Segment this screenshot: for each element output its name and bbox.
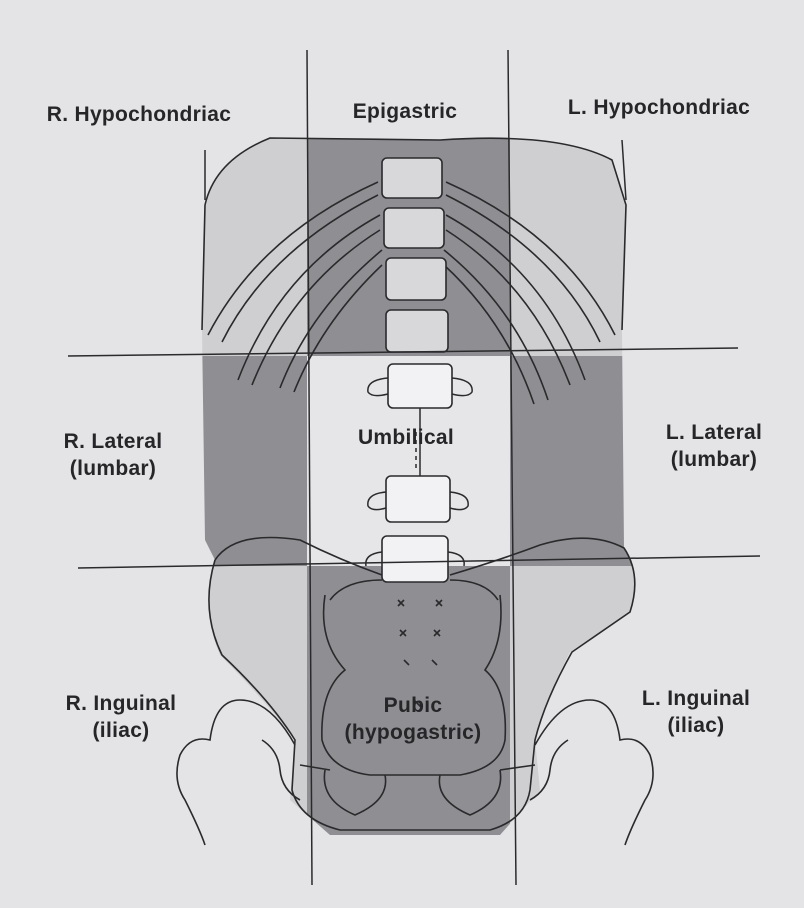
label-r-hypochondriac: R. Hypochondriac xyxy=(8,101,270,128)
label-epigastric: Epigastric xyxy=(322,98,488,125)
label-r-lateral: R. Lateral (lumbar) xyxy=(38,428,188,482)
label-umbilical: Umbilical xyxy=(330,424,482,451)
label-l-inguinal: L. Inguinal (iliac) xyxy=(608,685,784,739)
l-lateral-fill xyxy=(510,356,640,566)
l-hypochondriac-fill xyxy=(510,120,640,356)
label-l-hypochondriac: L. Hypochondriac xyxy=(530,94,788,121)
r-lateral-fill xyxy=(180,356,307,566)
label-pubic: Pubic (hypogastric) xyxy=(308,692,518,746)
vertebral-column xyxy=(382,158,452,582)
label-r-inguinal: R. Inguinal (iliac) xyxy=(36,690,206,744)
r-hypochondriac-fill xyxy=(180,120,307,356)
label-l-lateral: L. Lateral (lumbar) xyxy=(636,419,792,473)
